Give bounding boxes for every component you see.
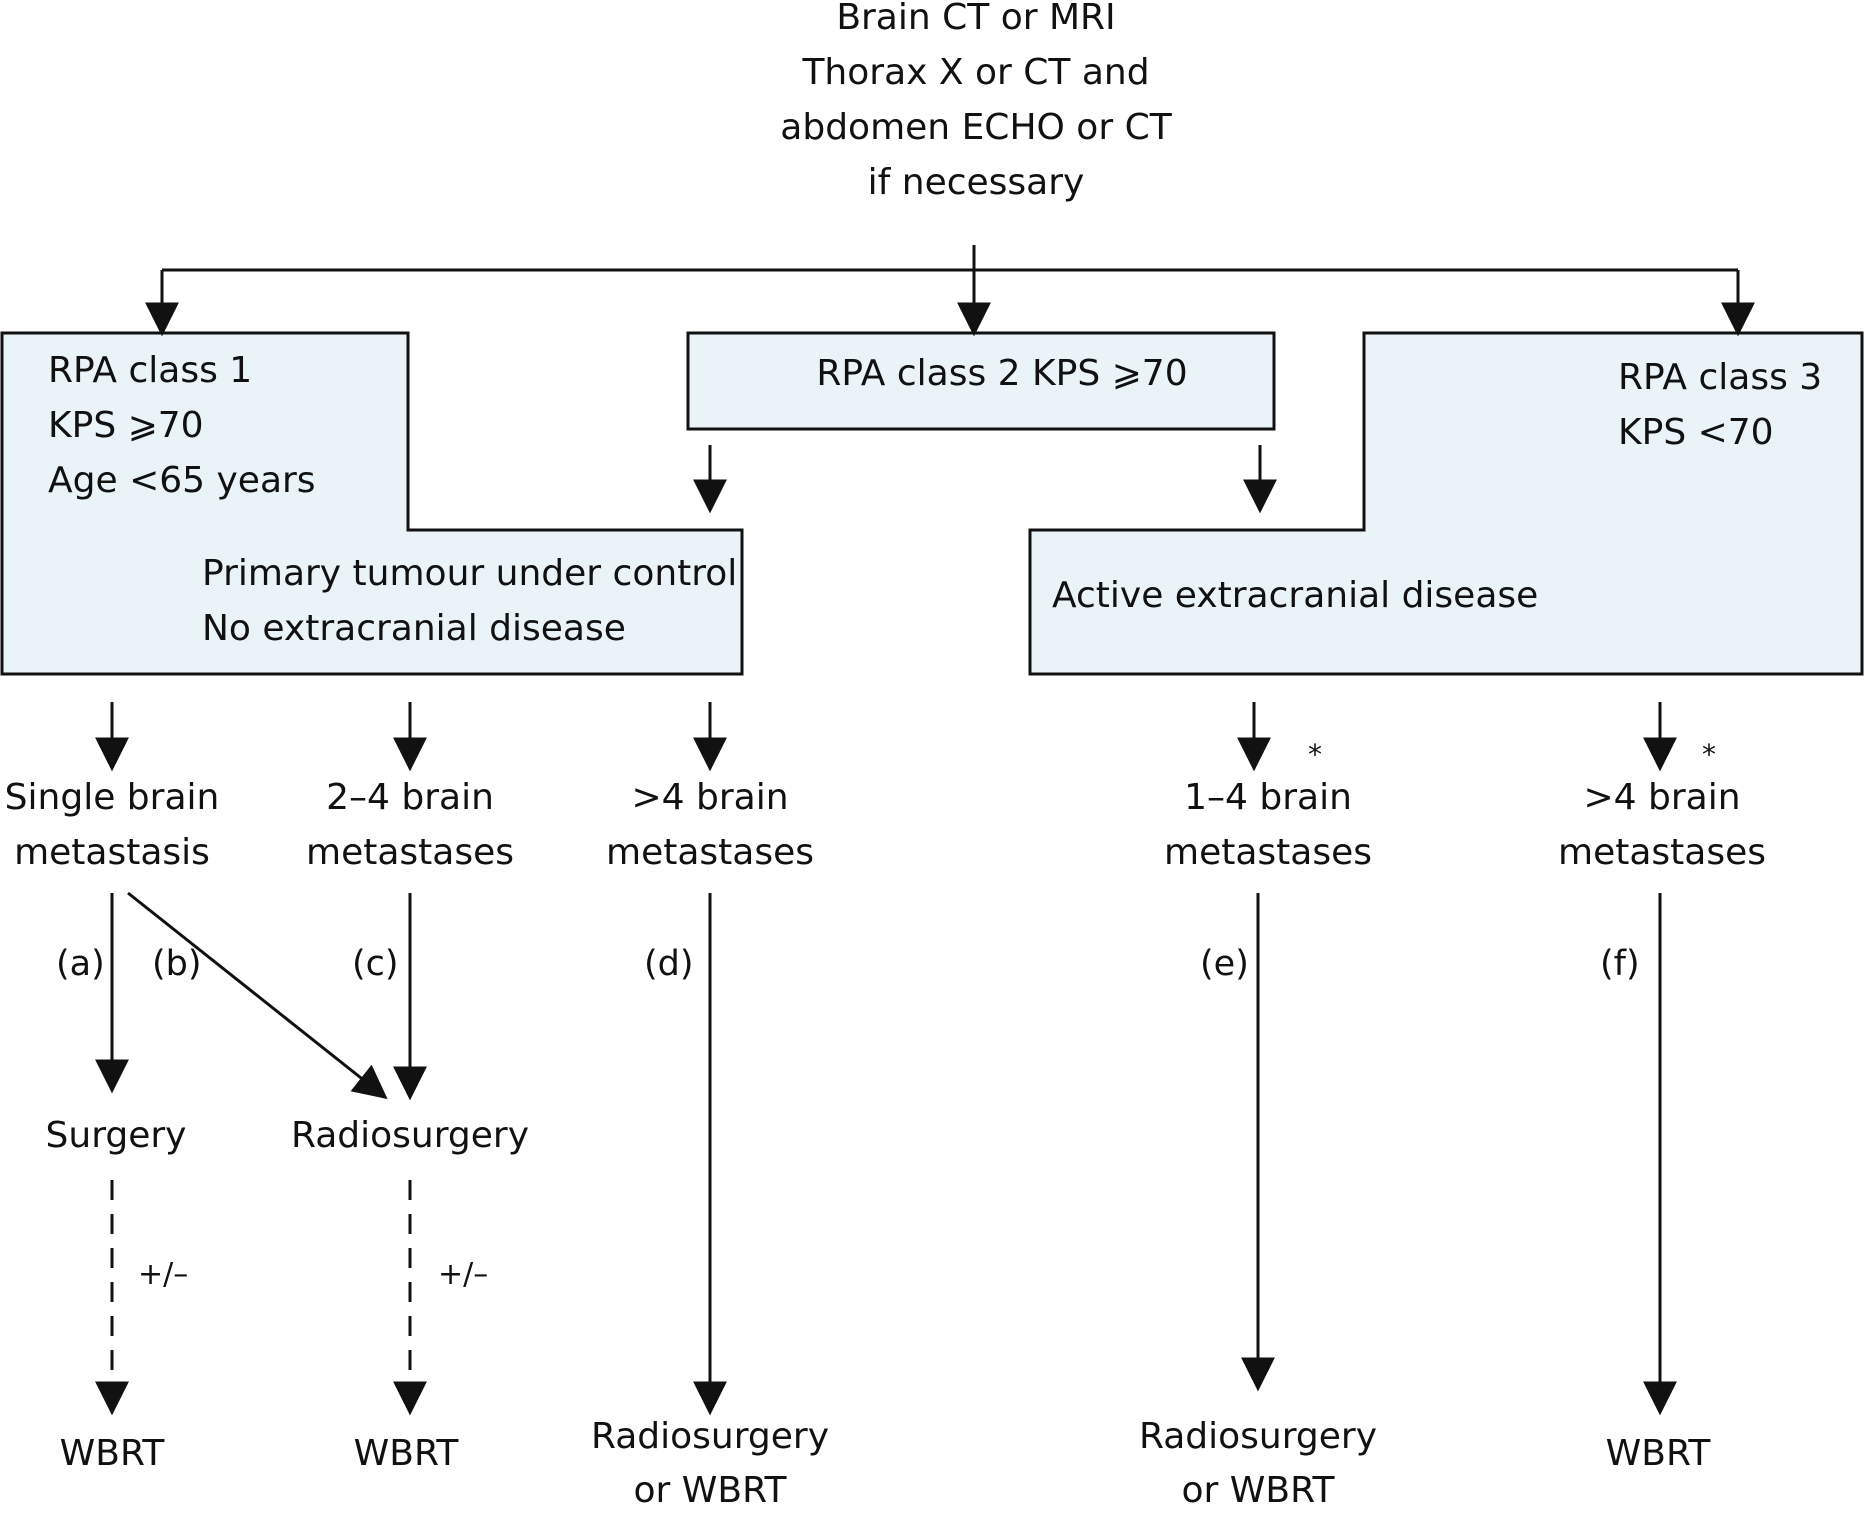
treatment-arrows <box>95 891 1677 1416</box>
rpa2-connectors <box>693 445 1277 514</box>
category-single: Single brain metastasis <box>5 770 220 880</box>
optional-label-surgery: +/– <box>138 1257 189 1292</box>
asterisk-gt4-b: * <box>1702 738 1716 771</box>
path-label-c: (c) <box>352 944 399 984</box>
category-line: metastases <box>606 832 814 873</box>
treatment-rs-or-wbrt-2: Radiosurgery or WBRT <box>1139 1410 1377 1518</box>
category-line: 2–4 brain <box>326 777 494 818</box>
rpa1-sub-line: No extracranial disease <box>202 608 626 649</box>
optional-label-radiosurgery: +/– <box>438 1257 489 1292</box>
treatment-line: Radiosurgery <box>1138 1416 1378 1457</box>
optional-wbrt-arrows <box>95 1180 427 1416</box>
category-line: >4 brain <box>631 777 789 818</box>
path-label-f: (f) <box>1600 944 1640 984</box>
treatment-line: Radiosurgery <box>590 1416 830 1457</box>
rpa1-sub-label: Primary tumour under control No extracra… <box>202 546 737 656</box>
category-line: >4 brain <box>1583 777 1741 818</box>
path-label-a: (a) <box>56 944 105 984</box>
category-line: Single brain <box>4 777 220 818</box>
rpa1-box <box>0 331 744 676</box>
workup-line: if necessary <box>867 162 1085 203</box>
category-gt4-a: >4 brain metastases <box>606 770 814 880</box>
rpa2-label: RPA class 2 KPS ⩾70 <box>816 353 1188 394</box>
top-connector <box>145 245 1755 337</box>
initial-workup: Brain CT or MRI Thorax X or CT and abdom… <box>780 0 1171 210</box>
treatment-wbrt-3: WBRT <box>1605 1433 1711 1474</box>
treatment-wbrt-2: WBRT <box>353 1433 459 1474</box>
treatment-line: or WBRT <box>1181 1470 1335 1511</box>
rpa3-box <box>1028 331 1864 676</box>
rpa1-sub-line: Primary tumour under control <box>202 553 738 594</box>
treatment-rs-or-wbrt-1: Radiosurgery or WBRT <box>591 1410 829 1518</box>
category-line: metastases <box>306 832 514 873</box>
category-one-four: 1–4 brain metastases <box>1164 770 1372 880</box>
category-line: 1–4 brain <box>1184 777 1352 818</box>
path-label-e: (e) <box>1200 944 1249 984</box>
category-two-four: 2–4 brain metastases <box>306 770 514 880</box>
rpa3-line: KPS <70 <box>1618 412 1774 453</box>
rpa1-line: Age <65 years <box>48 460 316 501</box>
treatment-surgery: Surgery <box>45 1115 187 1156</box>
rpa1-line: RPA class 1 <box>48 350 253 391</box>
rpa1-label: RPA class 1 KPS ⩾70 Age <65 years <box>48 343 316 508</box>
category-line: metastasis <box>14 832 210 873</box>
asterisk-one-four: * <box>1308 738 1322 771</box>
path-label-d: (d) <box>644 944 694 984</box>
treatment-wbrt-1: WBRT <box>59 1433 165 1474</box>
category-gt4-b: >4 brain metastases <box>1558 770 1766 880</box>
rpa3-sub-label: Active extracranial disease <box>1052 575 1539 616</box>
rpa1-line: KPS ⩾70 <box>48 405 204 446</box>
workup-line: abdomen ECHO or CT <box>780 107 1172 148</box>
category-arrows <box>95 702 1677 772</box>
workup-line: Brain CT or MRI <box>836 0 1116 38</box>
rpa2-box <box>686 331 1276 431</box>
treatment-radiosurgery: Radiosurgery <box>290 1115 530 1156</box>
workup-line: Thorax X or CT and <box>802 52 1150 93</box>
treatment-line: or WBRT <box>633 1470 787 1511</box>
path-label-b: (b) <box>152 944 202 984</box>
category-line: metastases <box>1558 832 1766 873</box>
category-line: metastases <box>1164 832 1372 873</box>
rpa3-label: RPA class 3 KPS <70 <box>1618 350 1822 460</box>
rpa3-line: RPA class 3 <box>1618 357 1823 398</box>
